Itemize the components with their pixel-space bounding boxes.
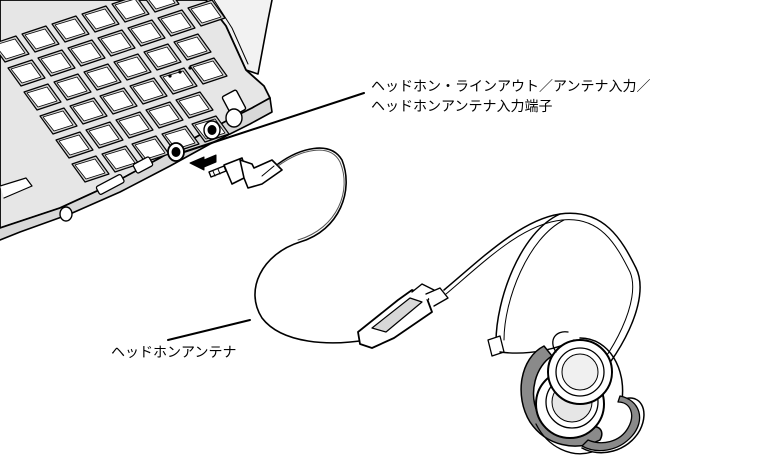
keyboard-key-top xyxy=(0,38,26,60)
keyboard-key-top xyxy=(148,104,180,126)
port-label-line-1: ヘッドホン・ラインアウト／アンテナ入力／ xyxy=(371,79,651,95)
keyboard-key-top xyxy=(114,0,146,20)
keyboard-key-top xyxy=(54,18,86,40)
indicator-dot xyxy=(188,66,192,70)
keyboard-key-top xyxy=(24,28,56,50)
antenna-callout-label: ヘッドホンアンテナ xyxy=(111,345,237,361)
antenna-callout-line xyxy=(167,319,251,341)
headphone-cable xyxy=(254,147,367,344)
keyboard-key-top xyxy=(40,52,72,74)
keyboard-key-top xyxy=(132,80,164,102)
keyboard-key-top xyxy=(116,56,148,78)
keyboard-key-top xyxy=(26,86,58,108)
keyboard-key-top xyxy=(178,94,210,116)
keyboard-key-top xyxy=(130,22,162,44)
earphone-cord xyxy=(443,212,641,389)
keyboard-key-top xyxy=(134,138,166,160)
keyboard-key-top xyxy=(148,0,176,10)
keyboard-key-top xyxy=(56,76,88,98)
keyboard-key-top xyxy=(84,8,116,30)
port-callout-label: ヘッドホン・ラインアウト／アンテナ入力／ ヘッドホンアンテナ入力端子 xyxy=(371,77,650,117)
keyboard-key-top xyxy=(88,124,120,146)
headphone-antenna-module xyxy=(357,283,449,349)
port-callout-line xyxy=(183,92,365,153)
keyboard-key-top xyxy=(192,60,224,82)
keyboard-key-top xyxy=(146,46,178,68)
keyboard-key-top xyxy=(74,158,106,180)
earphones xyxy=(520,331,645,455)
keyboard-key-top xyxy=(118,114,150,136)
keyboard-key-top xyxy=(10,62,42,84)
indicator-dot xyxy=(168,74,172,78)
keyboard-key-top xyxy=(102,90,134,112)
keyboard-key-top xyxy=(100,32,132,54)
keyboard-key-top xyxy=(42,110,74,132)
keyboard-key-top xyxy=(160,12,192,34)
indicator-dot xyxy=(178,70,182,74)
laptop xyxy=(0,0,273,241)
port-label-line-2: ヘッドホンアンテナ入力端子 xyxy=(371,99,553,115)
headphone-plug xyxy=(208,157,283,189)
keyboard-key-top xyxy=(70,42,102,64)
keyboard-key-top xyxy=(190,2,222,24)
keyboard-key-top xyxy=(86,66,118,88)
keyboard-key-top xyxy=(72,100,104,122)
keyboard-key-top xyxy=(58,134,90,156)
keyboard-key-top xyxy=(176,36,208,58)
left-arrow-icon xyxy=(189,154,217,171)
